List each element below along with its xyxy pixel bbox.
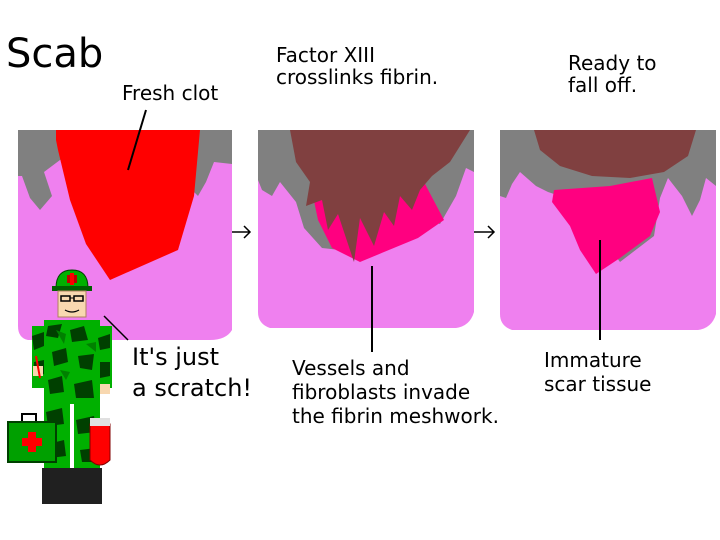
speech-text: It's just a scratch!	[132, 342, 252, 403]
panel-ready	[474, 130, 716, 340]
arrow-right-icon	[232, 226, 250, 238]
right-boot	[72, 468, 102, 504]
diagram-title: Scab	[6, 32, 103, 77]
label-vessels: Vessels and fibroblasts invade the fibri…	[292, 356, 499, 428]
label-immature-scar: Immature scar tissue	[544, 348, 651, 396]
first-aid-kit-icon	[8, 414, 56, 462]
arrow-right-icon	[474, 226, 494, 238]
label-fresh-clot: Fresh clot	[122, 82, 218, 104]
left-boot	[42, 468, 72, 504]
panel-fresh-clot	[18, 110, 232, 340]
face	[58, 291, 86, 317]
panel-factor-xiii	[232, 130, 474, 352]
label-factor-xiii: Factor XIII crosslinks fibrin.	[276, 44, 438, 89]
label-ready: Ready to fall off.	[568, 52, 657, 97]
blood-bag-icon	[90, 418, 110, 465]
